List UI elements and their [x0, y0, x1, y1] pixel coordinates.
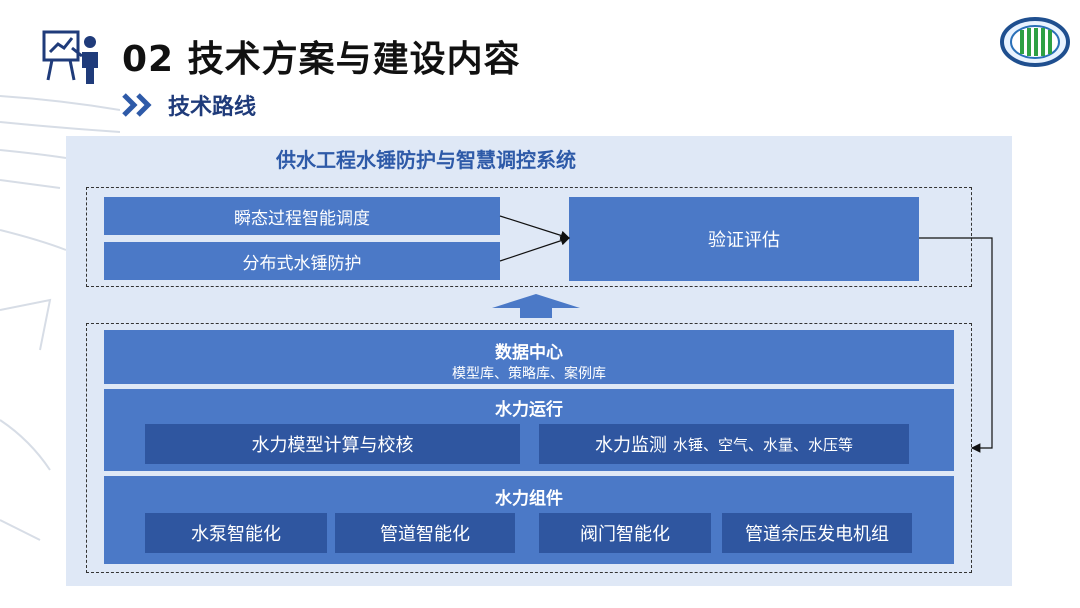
feedback-connector — [919, 237, 993, 453]
data-center-subtitle: 模型库、策略库、案例库 — [452, 366, 606, 382]
page-title: 02 技术方案与建设内容 — [122, 39, 521, 80]
hydraulic-operation-title: 水力运行 — [495, 400, 563, 420]
double-chevron-icon — [122, 93, 152, 117]
connector-line — [499, 236, 571, 262]
distributed-protection-box: 分布式水锤防护 — [104, 242, 500, 280]
upward-arrow — [492, 294, 580, 318]
monitoring-label: 水力监测 — [594, 435, 667, 456]
bottom-group-border — [86, 323, 972, 573]
data-center-title: 数据中心 — [495, 343, 563, 363]
monitoring-box: 水力监测 水锤、空气、水量、水压等 — [539, 424, 909, 464]
component-pipeline: 管道智能化 — [335, 513, 515, 553]
component-valve: 阀门智能化 — [539, 513, 711, 553]
connector-line — [499, 215, 571, 241]
hydraulic-components-title: 水力组件 — [495, 489, 563, 509]
verification-box: 验证评估 — [569, 197, 919, 281]
subtitle-row: 技术路线 — [122, 88, 256, 122]
component-generator: 管道余压发电机组 — [722, 513, 912, 553]
presentation-icon — [42, 30, 98, 84]
component-pump: 水泵智能化 — [145, 513, 327, 553]
monitoring-detail: 水锤、空气、水量、水压等 — [672, 435, 853, 454]
top-group-border — [86, 187, 972, 287]
organization-logo — [1000, 17, 1070, 67]
section-subtitle: 技术路线 — [168, 95, 257, 120]
background-decoration — [0, 95, 120, 541]
data-center-box: 数据中心 模型库、策略库、案例库 — [104, 330, 954, 384]
model-calculation-box: 水力模型计算与校核 — [145, 424, 520, 464]
diagram-title: 供水工程水锤防护与智慧调控系统 — [276, 148, 576, 172]
transient-dispatch-box: 瞬态过程智能调度 — [104, 197, 500, 235]
